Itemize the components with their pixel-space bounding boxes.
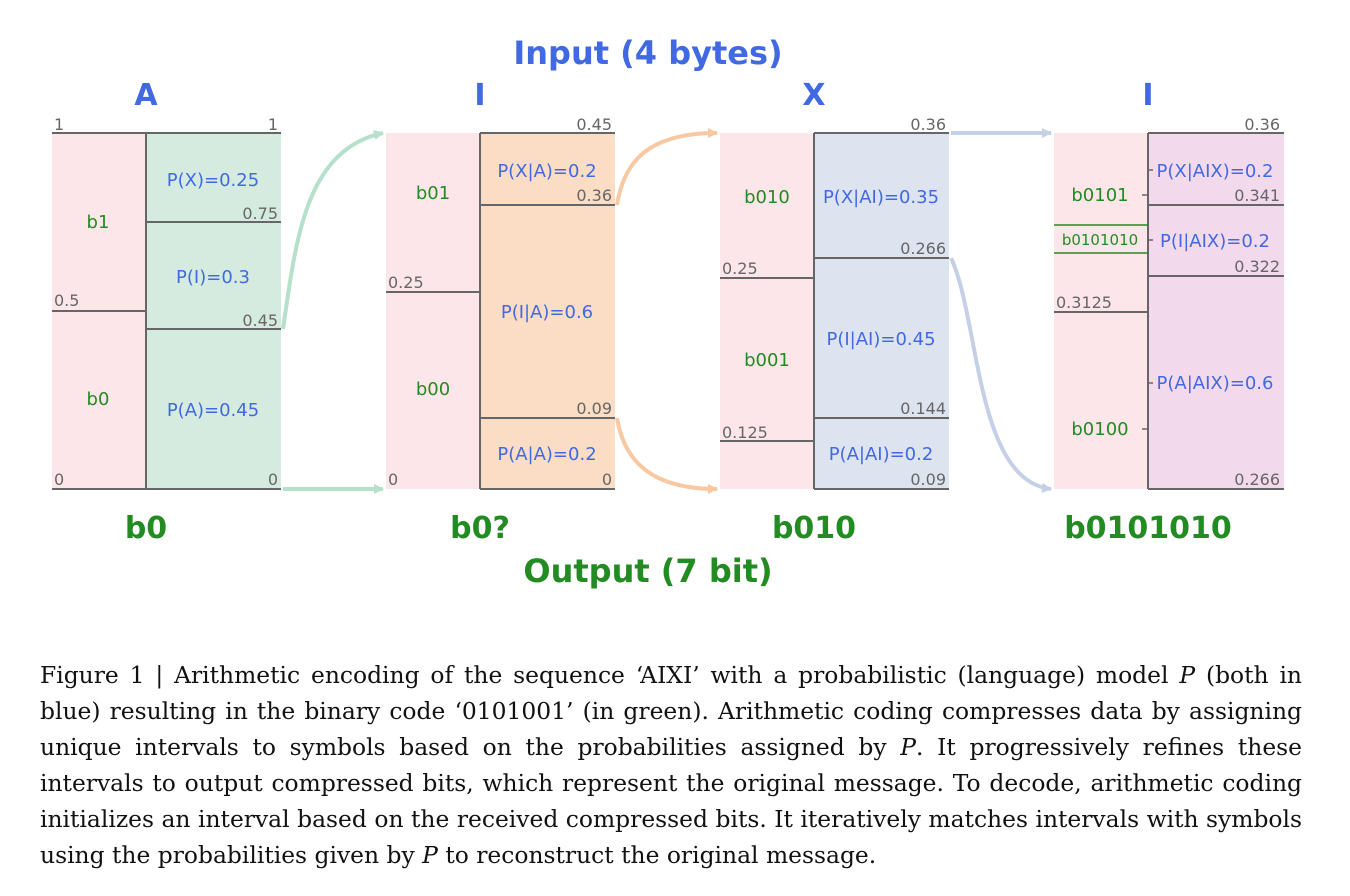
code-label: b1 xyxy=(87,212,110,233)
column-4-letter: I xyxy=(1142,78,1153,113)
caption-symbol-p: P xyxy=(900,733,917,761)
caption-text: Figure 1 | Arithmetic encoding of the se… xyxy=(40,661,1180,689)
tick-label: 0.36 xyxy=(910,115,946,134)
prob-label: P(I|AIX)=0.2 xyxy=(1160,231,1270,252)
figure-caption: Figure 1 | Arithmetic encoding of the se… xyxy=(40,657,1302,873)
code-label: b0101 xyxy=(1071,185,1128,206)
tick-label: 0.3125 xyxy=(1056,293,1112,312)
tick-label: 0.266 xyxy=(1234,470,1280,489)
prob-label: P(A|AIX)=0.6 xyxy=(1157,373,1274,394)
orange-lower-arrow xyxy=(615,417,718,494)
tick-label: 0.341 xyxy=(1234,186,1280,205)
tick-label: 1 xyxy=(54,115,64,134)
tick-label: 0.266 xyxy=(900,239,946,258)
tick-label: 0.144 xyxy=(900,399,946,418)
column-3-bits: b010 xyxy=(772,511,856,546)
tick-label: 0 xyxy=(388,470,398,489)
tick-label: 0.09 xyxy=(576,399,612,418)
code-label: b0 xyxy=(87,389,110,410)
code-label: b01 xyxy=(416,183,450,204)
tick-label: 0.5 xyxy=(54,291,79,310)
code-label: b010 xyxy=(744,187,790,208)
column-1-bits: b0 xyxy=(125,511,167,546)
output-title: Output (7 bit) xyxy=(523,552,772,590)
column-2-prob-panel xyxy=(480,133,615,489)
prob-label: P(I|A)=0.6 xyxy=(501,302,593,323)
caption-symbol-p: P xyxy=(1179,661,1196,689)
column-2: 0.25 0 0.45 0.36 0.09 0 b01 b00 P(X|A)=0… xyxy=(386,115,615,490)
prob-label: P(I|AI)=0.45 xyxy=(826,329,935,350)
tick-label: 0 xyxy=(268,470,278,489)
arithmetic-coding-diagram: Input (4 bytes) Output (7 bit) A I X I b… xyxy=(52,34,1284,590)
column-4-bits: b0101010 xyxy=(1064,511,1232,546)
orange-upper-arrow xyxy=(615,128,718,206)
column-1-letter: A xyxy=(134,78,158,113)
caption-text: . It progressively refines these interva… xyxy=(40,733,1303,869)
tick-label: 0.75 xyxy=(242,204,278,223)
tick-label: 0.45 xyxy=(576,115,612,134)
input-title: Input (4 bytes) xyxy=(513,34,782,72)
column-2-bits: b0? xyxy=(450,511,510,546)
prob-label: P(X|A)=0.2 xyxy=(497,161,596,182)
column-1: 1 0.5 0 1 0.75 0.45 0 b1 b0 P(X)=0.25 P(… xyxy=(52,115,281,490)
caption-text: to reconstruct the original message. xyxy=(437,841,877,869)
column-3: 0.25 0.125 0.36 0.266 0.144 0.09 b010 b0… xyxy=(720,115,949,490)
tick-label: 0.125 xyxy=(722,423,768,442)
column-4: 0.3125 0.36 0.341 0.322 0.266 b0101 b010… xyxy=(1054,115,1284,490)
code-label: b00 xyxy=(416,379,450,400)
column-3-code-panel xyxy=(720,133,814,489)
blue-lower-arrow xyxy=(949,257,1052,493)
tick-label: 0 xyxy=(602,470,612,489)
prob-label: P(A|A)=0.2 xyxy=(497,444,596,465)
code-label: b0101010 xyxy=(1062,231,1138,249)
prob-label: P(A)=0.45 xyxy=(167,400,259,421)
column-1-prob-panel xyxy=(146,133,281,489)
tick-label: 0.36 xyxy=(576,186,612,205)
column-3-prob-panel xyxy=(814,133,949,489)
column-2-code-panel xyxy=(386,133,480,489)
prob-label: P(X)=0.25 xyxy=(167,170,259,191)
tick-label: 0.09 xyxy=(910,470,946,489)
prob-label: P(A|AI)=0.2 xyxy=(829,444,934,465)
caption-symbol-p: P xyxy=(422,841,438,869)
green-upper-arrow xyxy=(281,130,384,330)
prob-label: P(X|AIX)=0.2 xyxy=(1157,161,1274,182)
code-label: b0100 xyxy=(1071,419,1128,440)
tick-label: 0 xyxy=(54,470,64,489)
tick-label: 0.25 xyxy=(722,259,758,278)
prob-label: P(I)=0.3 xyxy=(176,267,250,288)
prob-label: P(X|AI)=0.35 xyxy=(823,187,939,208)
column-2-letter: I xyxy=(474,78,485,113)
tick-label: 0.322 xyxy=(1234,257,1280,276)
caption-text: (both in blue) resulting in the binary c… xyxy=(40,661,1302,761)
tick-label: 0.36 xyxy=(1244,115,1280,134)
tick-label: 1 xyxy=(268,115,278,134)
code-label: b001 xyxy=(744,350,790,371)
column-4-prob-panel xyxy=(1148,133,1284,489)
tick-label: 0.45 xyxy=(242,311,278,330)
tick-label: 0.25 xyxy=(388,273,424,292)
column-3-letter: X xyxy=(802,78,825,113)
